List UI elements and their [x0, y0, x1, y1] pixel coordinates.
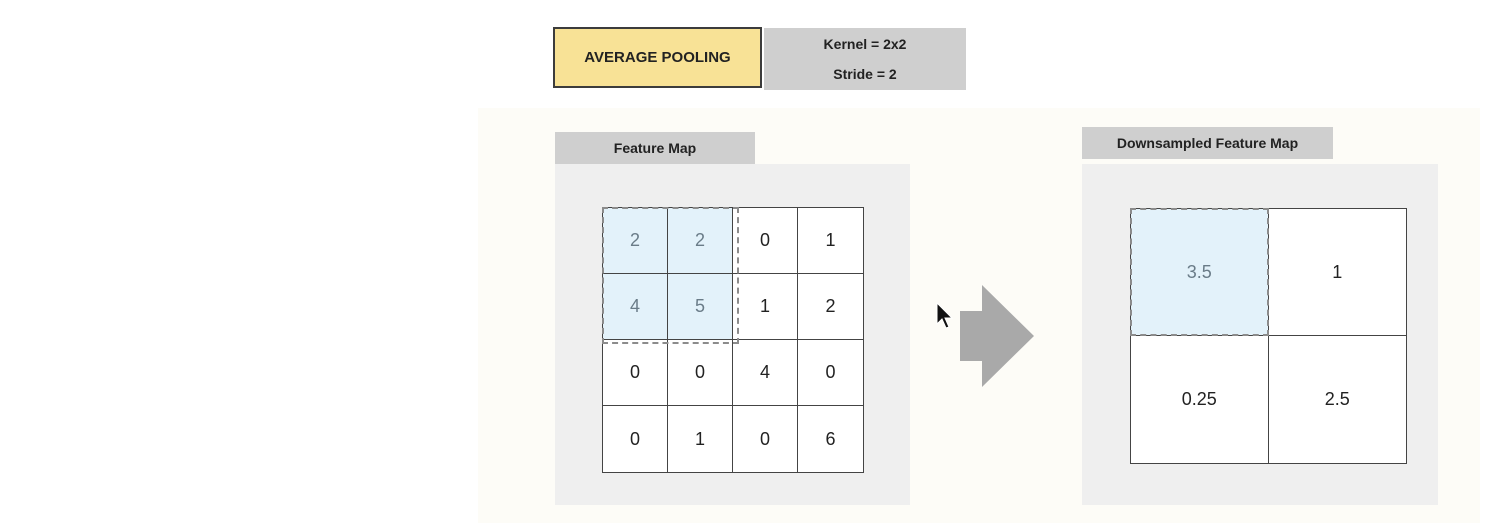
feature-map-cell: 1 — [668, 406, 733, 472]
downsampled-label: Downsampled Feature Map — [1116, 135, 1299, 151]
feature-map-cell: 2 — [668, 208, 733, 274]
downsampled-cell: 3.5 — [1131, 209, 1269, 336]
downsampled-tab: Downsampled Feature Map — [1082, 127, 1333, 159]
feature-map-cell: 0 — [798, 340, 863, 406]
feature-map-cell: 2 — [798, 274, 863, 340]
title-label: AVERAGE POOLING — [584, 49, 731, 66]
kernel-label: Kernel = 2x2 — [823, 36, 907, 52]
downsampled-grid: 3.5 1 0.25 2.5 — [1130, 208, 1407, 464]
feature-map-cell: 4 — [733, 340, 798, 406]
right-arrow-icon — [960, 285, 1034, 387]
feature-map-cell: 2 — [603, 208, 668, 274]
feature-map-cell: 0 — [603, 406, 668, 472]
feature-map-tab: Feature Map — [555, 132, 755, 164]
downsampled-cell: 2.5 — [1268, 336, 1406, 463]
downsampled-cell: 0.25 — [1131, 336, 1269, 463]
params-box: Kernel = 2x2 Stride = 2 — [764, 28, 966, 90]
downsampled-cell: 1 — [1268, 209, 1406, 336]
feature-map-label: Feature Map — [613, 140, 697, 156]
title-box: AVERAGE POOLING — [553, 27, 762, 88]
stride-label: Stride = 2 — [833, 66, 897, 82]
feature-map-cell: 1 — [733, 274, 798, 340]
feature-map-cell: 6 — [798, 406, 863, 472]
feature-map-grid: 2 2 0 1 4 5 1 2 0 0 4 0 0 1 0 6 — [602, 207, 864, 473]
feature-map-cell: 4 — [603, 274, 668, 340]
feature-map-cell: 0 — [733, 208, 798, 274]
feature-map-cell: 0 — [668, 340, 733, 406]
feature-map-cell: 0 — [603, 340, 668, 406]
feature-map-cell: 0 — [733, 406, 798, 472]
mouse-cursor-icon — [936, 302, 954, 329]
feature-map-cell: 5 — [668, 274, 733, 340]
feature-map-cell: 1 — [798, 208, 863, 274]
